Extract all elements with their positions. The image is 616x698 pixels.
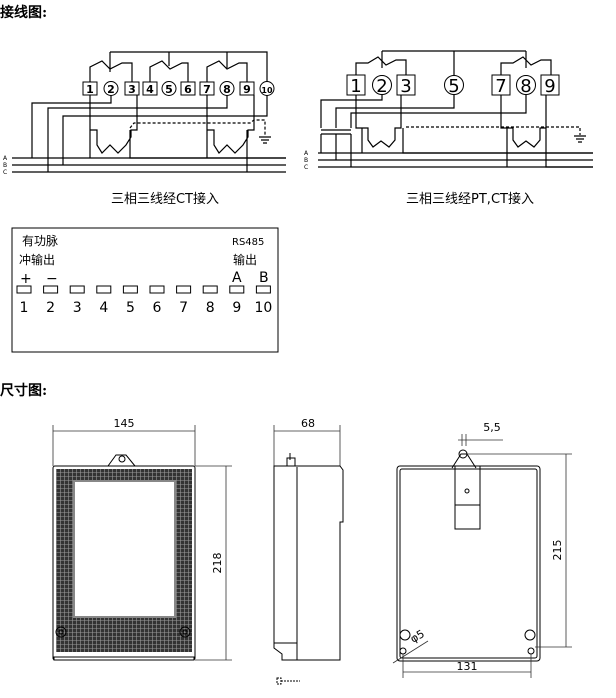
rs485-label-2: 输出 [233,252,257,267]
terminal-label: 7 [203,83,211,96]
terminal-label: 3 [128,83,136,96]
terminal-label: 4 [146,83,154,96]
terminal-10: 10 [259,81,275,96]
side-view: 68 [273,417,344,685]
terminal-label: 1 [350,76,361,97]
terminal-label: 9 [544,76,555,97]
terminal-number: 4 [99,300,108,316]
terminal-2: 2 [372,75,392,97]
terminal-number: 3 [73,300,82,316]
minus-sign: − [46,271,58,287]
terminal-slot [176,285,192,294]
wiring-diagram-pt-ct [318,50,593,168]
pulse-label: 有功脉 [22,233,58,248]
terminal-7: 7 [199,81,215,96]
terminal-label: 10 [261,86,273,95]
terminal-number: 9 [232,300,241,316]
terminal-label: 3 [400,76,411,97]
phase-a: A [304,150,309,157]
phase-b: B [304,157,308,164]
phase-a: A [3,155,8,162]
wiring-heading: 接线图: [0,5,48,21]
terminal-slot [96,285,112,294]
terminal-1: 1 [346,74,366,97]
terminal-label: 6 [184,83,192,96]
dim-front-width: 145 [114,417,135,430]
phase-b: B [3,162,7,169]
terminal-number: 5 [126,300,135,316]
dim-front-height: 218 [211,553,224,574]
dim-mount-width: 131 [457,660,478,673]
terminal-5: 5 [444,75,464,97]
terminal-slot [43,285,59,294]
terminal-label: 1 [86,83,94,96]
terminal-slot [16,285,32,294]
terminal-label: 2 [107,83,115,96]
terminal-slot [229,285,245,294]
caption-ct: 三相三线经CT接入 [111,191,219,207]
terminal-5: 5 [161,81,177,96]
terminal-9: 9 [239,81,255,96]
dim-mount-height: 215 [551,540,564,561]
label-b: B [259,270,269,286]
terminal-label: 5 [448,76,459,97]
terminal-slot [202,285,218,294]
terminal-label: 7 [495,76,506,97]
terminal-label: 2 [376,76,387,97]
terminal-label: 9 [243,83,251,96]
terminal-number: 7 [179,300,188,316]
caption-pt-ct: 三相三线经PT,CT接入 [406,191,534,207]
terminal-7: 7 [491,74,511,97]
phase-c: C [304,164,308,171]
back-view: 5,5 215 φ5 131 [392,421,572,678]
terminal-slot [255,285,271,294]
terminal-6: 6 [180,81,196,96]
terminal-4: 4 [142,81,158,96]
pulse-label-2: 冲输出 [19,252,55,267]
dim-hole-diameter: φ5 [408,627,427,645]
terminal-3: 3 [396,74,416,97]
terminal-label: 8 [223,83,231,96]
terminal-number: 2 [46,300,55,316]
terminal-slot [122,285,138,294]
terminal-1: 1 [82,81,98,96]
dim-side-depth: 68 [301,417,315,430]
terminal-number: 8 [206,300,215,316]
wiring-diagram-ct [12,51,286,173]
dimensions-heading: 尺寸图: [0,383,48,399]
label-a: A [232,270,242,286]
terminal-label: 5 [165,83,173,96]
terminal-slot [149,285,165,294]
terminal-number: 1 [20,300,29,316]
rs485-label: RS485 [232,237,264,248]
terminal-8: 8 [516,75,536,97]
terminal-2: 2 [103,81,119,96]
terminal-number: 10 [254,300,272,316]
terminal-3: 3 [124,81,140,96]
front-view: 145 218 [52,417,232,661]
terminal-slot [69,285,85,294]
terminal-8: 8 [219,81,235,96]
dim-hook-width: 5,5 [483,421,501,434]
terminal-label: 8 [520,76,531,97]
plus-sign: + [20,271,32,287]
phase-c: C [3,169,7,176]
terminal-number: 6 [153,300,162,316]
terminal-9: 9 [540,74,560,97]
terminal-block: 有功脉 冲输出 RS485 输出 + − A B 1 2 3 4 5 6 7 8 9 10 [11,227,279,353]
